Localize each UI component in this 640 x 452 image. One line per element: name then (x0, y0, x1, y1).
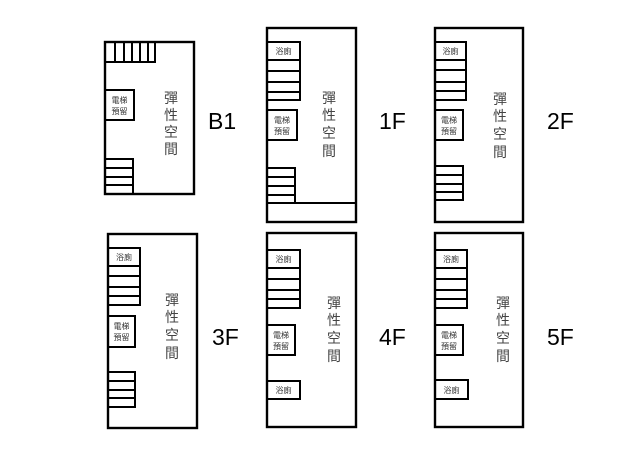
floor-plan-1f: 浴廁 電梯 預留 彈 性 空 間 1F (265, 26, 406, 224)
svg-text:空: 空 (165, 328, 179, 344)
svg-text:空: 空 (327, 331, 341, 347)
svg-text:浴廁: 浴廁 (116, 252, 132, 262)
svg-text:電梯: 電梯 (114, 321, 130, 331)
bathroom-2: 浴廁 (266, 380, 301, 400)
elevator-reserved: 電梯 預留 (434, 324, 464, 356)
svg-text:間: 間 (322, 144, 336, 160)
floor-label: 5F (547, 324, 574, 350)
svg-text:間: 間 (493, 145, 507, 161)
elevator-reserved: 電梯 預留 (104, 89, 135, 121)
svg-text:空: 空 (496, 331, 510, 347)
svg-text:空: 空 (164, 125, 178, 141)
elevator-reserved: 電梯 預留 (434, 109, 464, 141)
svg-text:性: 性 (493, 109, 507, 125)
svg-text:間: 間 (496, 349, 510, 365)
floor-label: 3F (212, 324, 239, 350)
outer-wall (265, 26, 358, 224)
flex-space-label: 彈 性 空 間 (322, 91, 336, 160)
svg-text:彈: 彈 (496, 296, 510, 312)
svg-text:浴廁: 浴廁 (276, 46, 292, 56)
floor-plan-b1: 電梯 預留 彈 性 空 間 B1 (103, 40, 236, 196)
floor-label: 2F (547, 108, 574, 134)
bathroom: 浴廁 (107, 247, 141, 267)
svg-text:預留: 預留 (273, 341, 289, 351)
stairs-top (434, 267, 468, 309)
floor-plan-4f: 浴廁 電梯 預留 浴廁 彈 性 空 間 4F (265, 231, 406, 429)
flex-space-label: 彈 性 空 間 (165, 293, 179, 362)
floor-label: B1 (208, 108, 236, 134)
svg-text:間: 間 (165, 346, 179, 362)
svg-text:預留: 預留 (112, 106, 128, 116)
stairs-bottom (266, 167, 296, 204)
stairs-top (266, 59, 301, 101)
svg-text:間: 間 (327, 349, 341, 365)
bathroom: 浴廁 (434, 41, 467, 61)
svg-text:電梯: 電梯 (441, 330, 457, 340)
svg-text:電梯: 電梯 (273, 330, 289, 340)
svg-text:彈: 彈 (322, 91, 336, 107)
flex-space-label: 彈 性 空 間 (164, 91, 178, 158)
svg-text:性: 性 (164, 108, 178, 124)
bathroom-2: 浴廁 (434, 379, 469, 400)
floor-label: 1F (379, 108, 406, 134)
svg-text:性: 性 (496, 313, 510, 329)
floor-plan-5f: 浴廁 電梯 預留 浴廁 彈 性 空 間 5F (433, 231, 574, 429)
svg-text:空: 空 (493, 127, 507, 143)
svg-text:間: 間 (164, 142, 178, 158)
bathroom: 浴廁 (266, 249, 301, 269)
svg-text:彈: 彈 (493, 92, 507, 108)
stairs-bottom (434, 165, 464, 201)
floor-plan-3f: 浴廁 電梯 預留 彈 性 空 間 3F (106, 232, 239, 430)
bathroom: 浴廁 (266, 41, 301, 61)
svg-text:浴廁: 浴廁 (444, 385, 460, 395)
floor-label: 4F (379, 324, 406, 350)
elevator-reserved: 電梯 預留 (266, 109, 298, 141)
svg-text:浴廁: 浴廁 (276, 385, 292, 395)
stairs-top (266, 267, 301, 309)
svg-text:性: 性 (322, 108, 336, 124)
svg-text:預留: 預留 (274, 126, 290, 136)
svg-text:預留: 預留 (114, 332, 130, 342)
flex-space-label: 彈 性 空 間 (327, 296, 341, 365)
svg-text:彈: 彈 (164, 91, 178, 107)
stairs-top (107, 265, 141, 306)
svg-text:性: 性 (165, 310, 179, 326)
svg-text:空: 空 (322, 126, 336, 142)
bathroom: 浴廁 (434, 249, 468, 269)
svg-text:浴廁: 浴廁 (443, 46, 459, 56)
stairs-top (104, 41, 156, 63)
svg-text:電梯: 電梯 (274, 115, 290, 125)
svg-text:性: 性 (327, 313, 341, 329)
stairs-bottom (104, 158, 134, 195)
flex-space-label: 彈 性 空 間 (493, 92, 507, 161)
elevator-reserved: 電梯 預留 (266, 324, 296, 356)
flex-space-label: 彈 性 空 間 (496, 296, 510, 365)
floor-plan-2f: 浴廁 電梯 預留 彈 性 空 間 2F (433, 26, 574, 224)
outer-wall (103, 40, 196, 196)
svg-text:彈: 彈 (327, 296, 341, 312)
svg-text:彈: 彈 (165, 293, 179, 309)
stairs-bottom (107, 371, 136, 408)
svg-text:浴廁: 浴廁 (276, 254, 292, 264)
svg-text:電梯: 電梯 (112, 95, 128, 105)
svg-text:預留: 預留 (441, 126, 457, 136)
elevator-reserved: 電梯 預留 (107, 315, 136, 348)
svg-text:預留: 預留 (441, 341, 457, 351)
svg-text:浴廁: 浴廁 (443, 254, 459, 264)
svg-text:電梯: 電梯 (441, 115, 457, 125)
stairs-top (434, 59, 467, 101)
